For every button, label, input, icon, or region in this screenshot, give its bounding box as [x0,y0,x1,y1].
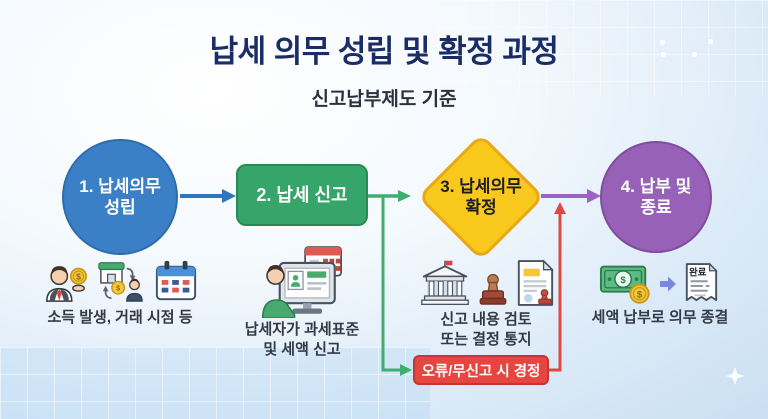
person-coin-icon: $ [46,266,88,302]
page-title: 납세 의무 성립 및 확정 과정 [209,34,559,69]
step-4-label: 4. 납부 및 종료 [620,176,692,217]
step-4-caption: 세액 납부로 의무 종결 [591,309,729,326]
svg-text:$: $ [637,289,643,300]
step-2-box: 2. 납세 신고 [236,164,368,226]
correction-box: 오류/무신고 시 경정 [413,355,549,385]
step-2-label: 2. 납세 신고 [256,184,348,205]
step-2-icons [262,246,344,318]
government-building-icon [421,260,469,306]
arrow-step2-to-correction [381,196,412,376]
svg-text:$: $ [76,271,81,281]
arrow-step3-to-step4 [541,189,601,203]
store-transaction-icon: $ [98,262,143,302]
step-1-icons: $ $ [42,258,198,304]
background-dot-decoration [708,39,713,44]
step-3-icons [419,258,555,308]
step-3-caption: 신고 내용 검토 또는 결정 통지 [440,311,532,349]
taxpayer-computer-icon [262,246,342,318]
sparkle-icon [726,367,744,385]
payment-arrow-icon [660,276,676,292]
svg-text:$: $ [116,284,120,293]
step-3-label: 3. 납세의무 확정 [440,176,522,217]
stamp-icon [479,273,507,305]
step-4-icons: $ $ 완료 [599,260,719,308]
calendar-icon [155,260,197,301]
page-subtitle: 신고납부제도 기준 [311,89,457,110]
step-1-circle: 1. 납세의무 성립 [62,139,178,255]
stamped-document-icon [517,259,554,306]
background-dot-decoration [660,40,665,45]
step-1-label: 1. 납세의무 성립 [79,176,161,217]
step-3-diamond: 3. 납세의무 확정 [417,133,545,261]
receipt-stamp-text: 완료 [689,266,707,278]
background-dot-decoration [692,52,697,57]
arrow-step1-to-step2 [180,189,236,203]
receipt-icon: 완료 [685,262,718,302]
arrow-step2-to-step3 [368,190,411,202]
svg-text:$: $ [620,275,626,286]
step-1-caption: 소득 발생, 거래 시점 등 [47,309,193,326]
step-4-circle: 4. 납부 및 종료 [600,141,712,253]
arrow-correction-to-step3 [549,202,566,372]
correction-label: 오류/무신고 시 경정 [421,363,541,380]
step-2-caption: 납세자가 과세표준 및 세액 신고 [244,321,360,359]
cash-icon: $ $ [599,265,650,304]
background-dot-decoration [661,52,666,57]
